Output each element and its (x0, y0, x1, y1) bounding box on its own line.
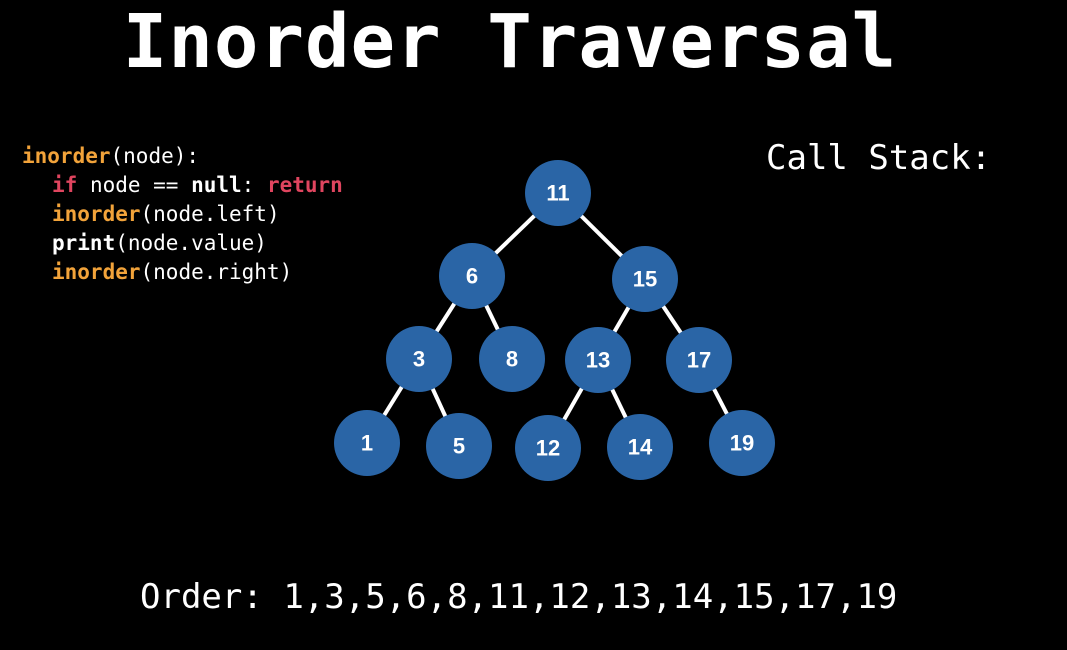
code-keyword-null: null (191, 173, 242, 197)
tree-node-label: 13 (586, 348, 610, 373)
tree-node-label: 8 (506, 347, 518, 372)
traversal-order: Order: 1,3,5,6,8,11,12,13,14,15,17,19 (140, 576, 897, 618)
code-line-2: if node == null: return (22, 171, 343, 200)
tree-node: 13 (565, 327, 631, 393)
code-text: : (241, 173, 267, 197)
code-text: (node.value) (115, 231, 267, 255)
tree-edges (365, 191, 744, 449)
tree-node-label: 14 (628, 435, 653, 460)
tree-node-label: 17 (687, 348, 711, 373)
code-line-5: inorder(node.right) (22, 258, 343, 287)
code-text: (node): (110, 144, 200, 168)
code-text: node == (77, 173, 192, 197)
code-keyword-if: if (52, 173, 78, 197)
tree-node: 6 (439, 243, 505, 309)
tree-node: 15 (612, 246, 678, 312)
code-function-name: inorder (52, 202, 141, 226)
tree-node: 17 (666, 327, 732, 393)
page-title: Inorder Traversal (122, 0, 898, 85)
pseudocode-block: inorder(node): if node == null: return i… (22, 142, 343, 287)
code-line-1: inorder(node): (22, 142, 343, 171)
tree-node: 12 (515, 415, 581, 481)
tree-node-label: 5 (453, 434, 465, 459)
code-function-name: inorder (22, 144, 111, 168)
tree-node-label: 3 (413, 347, 425, 372)
tree-node-label: 12 (536, 436, 560, 461)
call-stack-label: Call Stack: (766, 138, 992, 178)
tree-node-label: 6 (466, 264, 478, 289)
tree-nodes: 11 6 15 3 8 13 17 1 (334, 160, 775, 481)
tree-node: 1 (334, 410, 400, 476)
tree-node-label: 15 (633, 267, 657, 292)
code-keyword-return: return (266, 173, 343, 197)
code-function-name: inorder (52, 260, 141, 284)
tree-node: 19 (709, 410, 775, 476)
tree-node: 5 (426, 413, 492, 479)
tree-node: 14 (607, 414, 673, 480)
code-text: (node.right) (140, 260, 293, 284)
tree-node-label: 19 (730, 431, 754, 456)
tree-node-label: 11 (546, 181, 569, 206)
order-label: Order: (140, 577, 263, 617)
tree-node: 11 (525, 160, 591, 226)
code-line-4: print(node.value) (22, 229, 343, 258)
order-values: 1,3,5,6,8,11,12,13,14,15,17,19 (283, 577, 898, 617)
code-text: (node.left) (140, 202, 280, 226)
code-function-name: print (52, 231, 116, 255)
tree-node: 3 (386, 326, 452, 392)
tree-node: 8 (479, 326, 545, 392)
tree-node-label: 1 (361, 431, 373, 456)
code-line-3: inorder(node.left) (22, 200, 343, 229)
